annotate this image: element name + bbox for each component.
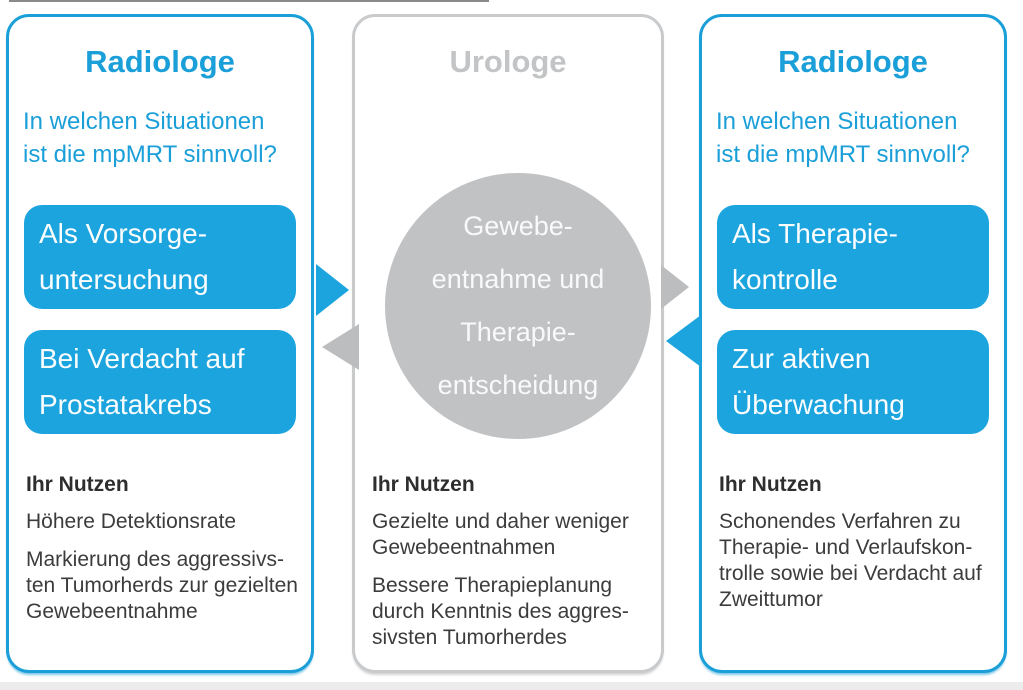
radiologe-card-left: Radiologe In welchen Situationen ist die…	[6, 14, 314, 673]
benefits-section-left: Ihr Nutzen Höhere Detektionsrate Markier…	[26, 473, 298, 625]
circle-label: Gewebe- entnahme und Therapie- entscheid…	[431, 211, 605, 400]
mpmrt-question-right: In welchen Situationen ist die mpMRT sin…	[716, 108, 970, 168]
card-title-urologe: Urologe	[449, 44, 567, 79]
benefit-item: Höhere Detektionsrate	[26, 510, 237, 533]
option-verdacht-prostatakrebs: Bei Verdacht auf Prostatakrebs	[24, 330, 296, 434]
mpmrt-question-left: In welchen Situationen ist die mpMRT sin…	[23, 108, 277, 168]
benefits-section-middle: Ihr Nutzen Gezielte und daher weniger Ge…	[372, 473, 648, 651]
gray-arrow-left-icon	[322, 324, 359, 370]
option-therapiekontrolle: Als Therapie- kontrolle	[717, 205, 989, 309]
benefits-section-right: Ihr Nutzen Schonendes Verfahren zu Thera…	[719, 473, 991, 613]
gewebeentnahme-circle: Gewebe- entnahme und Therapie- entscheid…	[385, 173, 651, 439]
benefit-item: Gezielte und daher weniger Gewebeentnahm…	[372, 510, 629, 559]
radiologe-card-right: Radiologe In welchen Situationen ist die…	[699, 14, 1007, 673]
blue-arrow-right-icon	[316, 264, 349, 316]
bottom-edge-strip	[0, 682, 1023, 690]
card-title-radiologe-left: Radiologe	[85, 44, 235, 79]
benefits-heading-middle: Ihr Nutzen	[372, 473, 475, 496]
benefits-heading-right: Ihr Nutzen	[719, 473, 822, 496]
option-vorsorgeuntersuchung: Als Vorsorge- untersuchung	[24, 205, 296, 309]
benefit-item: Markierung des aggressivs- ten Tumorherd…	[26, 548, 298, 623]
benefits-heading-left: Ihr Nutzen	[26, 473, 129, 496]
urologe-card: Urologe Gewebe- entnahme und Therapie- e…	[352, 14, 664, 673]
option-aktive-ueberwachung: Zur aktiven Überwachung	[717, 330, 989, 434]
blue-arrow-left-icon	[666, 315, 701, 367]
card-title-radiologe-right: Radiologe	[778, 44, 928, 79]
benefit-item: Schonendes Verfahren zu Therapie- und Ve…	[719, 510, 982, 611]
gray-arrow-right-icon	[661, 265, 689, 309]
benefit-item: Bessere Therapieplanung durch Kenntnis d…	[372, 574, 629, 649]
top-edge-line	[9, 0, 489, 2]
